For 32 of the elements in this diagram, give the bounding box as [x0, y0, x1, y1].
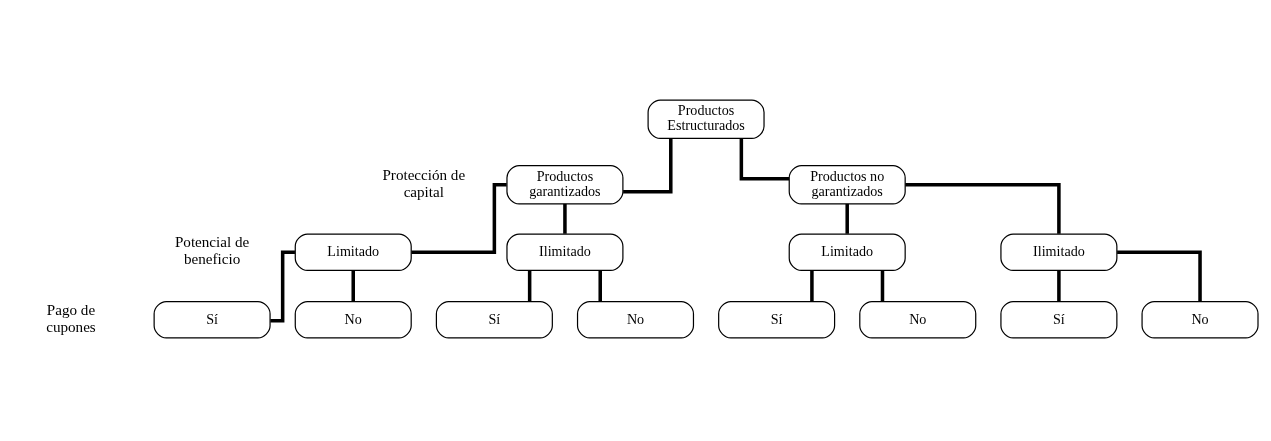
- node-box: Sí: [435, 301, 553, 339]
- connector: [527, 270, 532, 302]
- node-box: Ilimitado: [1000, 233, 1118, 271]
- connector: [270, 250, 295, 323]
- connector: [845, 203, 849, 234]
- node-box: Limitado: [294, 233, 412, 271]
- node-box: No: [859, 301, 977, 339]
- connector: [1057, 270, 1061, 302]
- connector: [810, 270, 814, 302]
- connector: [598, 270, 602, 302]
- connector: [739, 138, 789, 181]
- connector: [411, 182, 507, 255]
- connector: [623, 138, 673, 194]
- connector: [905, 182, 1061, 234]
- node-box: No: [1141, 301, 1259, 339]
- label: Protección de capital: [382, 166, 466, 200]
- node-box: Sí: [1000, 301, 1118, 339]
- label: Potencial de beneficio: [174, 234, 250, 268]
- node-box: Sí: [718, 301, 836, 339]
- node-box: No: [294, 301, 412, 339]
- node-box: Sí: [153, 301, 271, 339]
- connector: [563, 203, 567, 234]
- node-box: Limitado: [788, 233, 906, 271]
- node-box: Ilimitado: [506, 233, 624, 271]
- node-box: Productos Estructurados: [647, 99, 765, 139]
- node-box: No: [576, 301, 695, 339]
- node-box: Productos no garantizados: [788, 164, 906, 205]
- connector: [351, 270, 355, 302]
- label: Pago de cupones: [46, 301, 96, 335]
- connector: [1117, 250, 1202, 302]
- node-box: Productos garantizados: [506, 164, 624, 205]
- connector: [880, 270, 885, 302]
